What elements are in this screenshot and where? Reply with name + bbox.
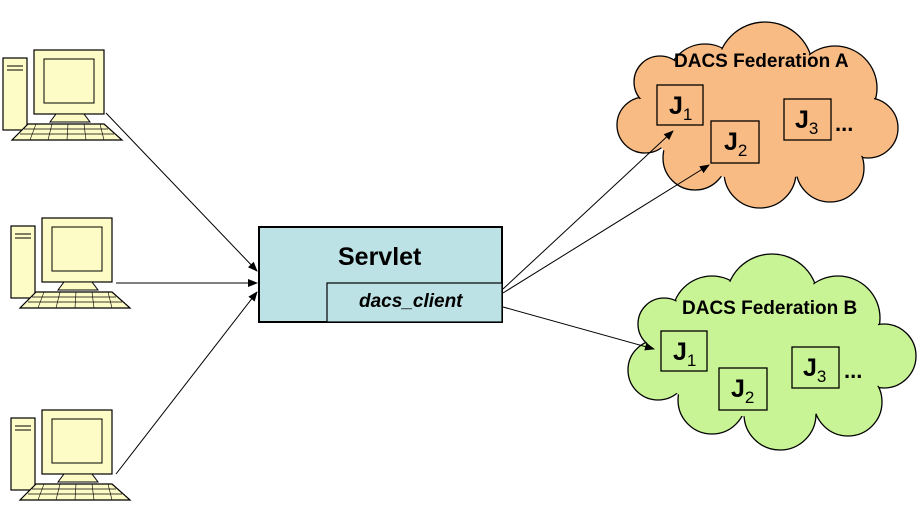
federation-connections — [502, 130, 710, 351]
desktop-computer-icon — [10, 409, 131, 501]
svg-text:J3: J3 — [795, 106, 818, 138]
servlet-box: Servlet dacs_client — [258, 226, 503, 323]
federation-a-job-2: J2 — [710, 120, 760, 164]
desktop-computer-icon — [2, 49, 123, 141]
job-subscript: 1 — [683, 105, 692, 124]
dacs-client-label: dacs_client — [359, 291, 463, 312]
client-computer-2 — [10, 217, 131, 309]
federation-a-job-1: J1 — [656, 84, 704, 126]
job-subscript: 2 — [745, 388, 754, 407]
federation-a-job-3: J3 — [783, 98, 832, 141]
arrow-client-1-to-servlet — [105, 112, 258, 272]
job-letter: J — [724, 128, 738, 156]
job-subscript: 2 — [738, 141, 747, 160]
federation-b-job-3: J3 — [791, 346, 840, 389]
servlet-title: Servlet — [338, 243, 422, 271]
job-subscript: 3 — [809, 119, 818, 138]
svg-text:J1: J1 — [669, 92, 692, 124]
job-letter: J — [731, 375, 745, 403]
job-letter: J — [673, 338, 687, 366]
federation-b-job-1: J1 — [660, 330, 708, 372]
job-letter: J — [795, 106, 809, 134]
svg-text:J3: J3 — [803, 354, 826, 386]
federation-a: DACS Federation A J1 J2 J3 ... — [656, 51, 853, 164]
federation-b-job-2: J2 — [718, 367, 768, 411]
federation-b: DACS Federation B J1 J2 J3 ... — [660, 298, 862, 411]
job-letter: J — [669, 92, 683, 120]
dacs-client-module: dacs_client — [326, 282, 503, 323]
arrow-servlet-to-federation-a-job-2 — [502, 164, 710, 294]
federation-a-more-jobs: ... — [835, 111, 853, 136]
svg-text:J2: J2 — [724, 128, 747, 160]
svg-text:J2: J2 — [731, 375, 754, 407]
client-computer-3 — [10, 409, 131, 501]
client-connections — [105, 112, 258, 475]
federation-a-title: DACS Federation A — [674, 51, 849, 72]
client-computer-1 — [2, 49, 123, 141]
job-letter: J — [803, 354, 817, 382]
job-subscript: 3 — [817, 367, 826, 386]
arrow-client-3-to-servlet — [115, 291, 258, 475]
job-subscript: 1 — [687, 351, 696, 370]
arrow-servlet-to-federation-b-job-1 — [502, 306, 655, 351]
desktop-computer-icon — [10, 217, 131, 309]
federation-b-more-jobs: ... — [844, 358, 862, 383]
federation-b-title: DACS Federation B — [682, 298, 857, 319]
svg-text:J1: J1 — [673, 338, 696, 370]
arrow-servlet-to-federation-a-job-1 — [502, 130, 674, 290]
